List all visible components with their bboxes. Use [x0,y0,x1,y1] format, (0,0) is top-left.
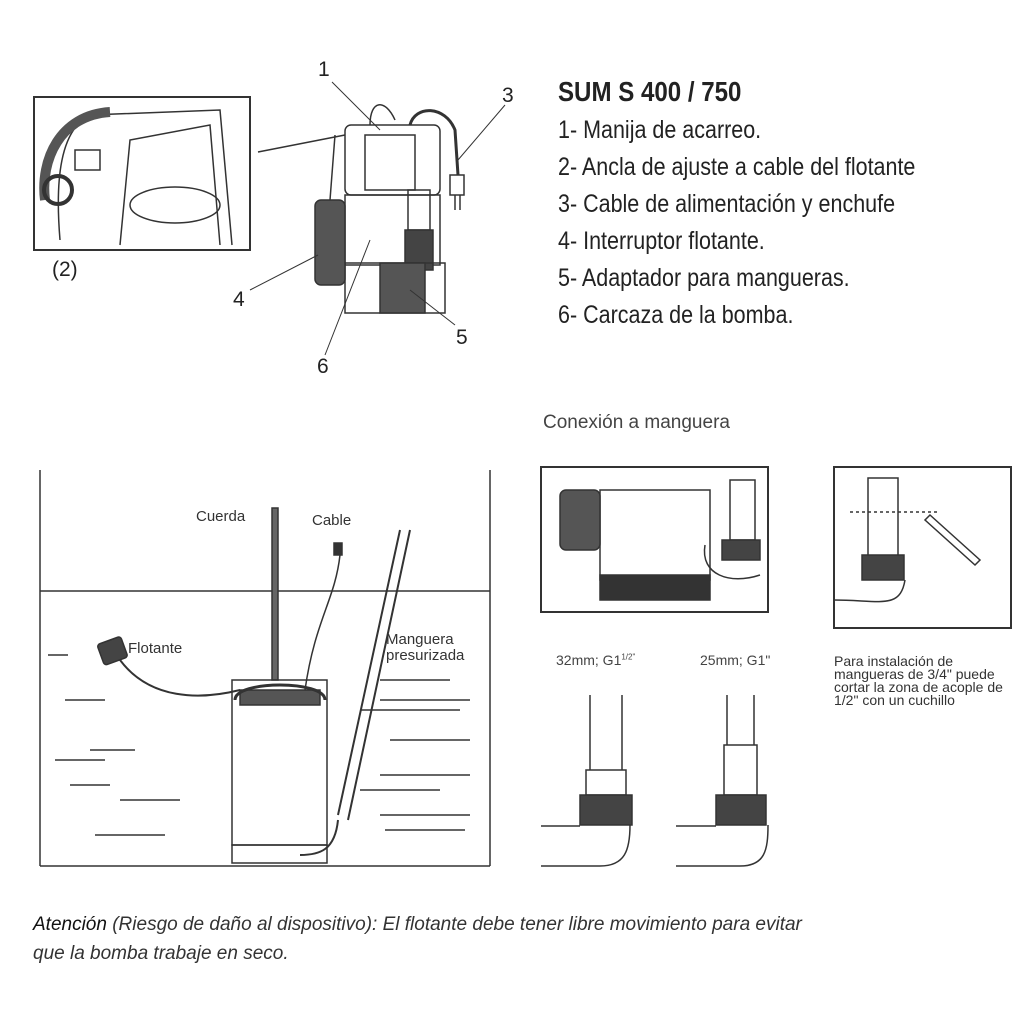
warning-line-2: que la bomba trabaje en seco. [33,943,289,964]
hose-adapter-illustration [540,466,1012,629]
hose-fitting-32mm [541,695,633,867]
warning-line-1: Atención (Riesgo de daño al dispositivo)… [33,914,802,936]
callout-3: 3 [502,84,514,107]
inset-label: (2) [52,258,78,281]
part-item: 5- Adaptador para mangueras. [558,264,850,292]
warning-text: (Riesgo de daño al dispositivo): El flot… [106,914,802,935]
part-item: 2- Ancla de ajuste a cable del flotante [558,153,916,181]
part-item: 1- Manija de acarreo. [558,116,762,144]
size-32mm: 32mm; G11/2" [556,652,635,668]
label-hose-line2: presurizada [386,647,465,664]
warning-label: Atención [33,914,107,935]
callout-4: 4 [233,288,245,311]
callout-1: 1 [318,58,330,81]
hose-fitting-25mm [676,695,769,867]
cutting-note: Para instalación de mangueras de 3/4" pu… [834,653,1003,708]
size-32mm-fraction: 1/2" [621,652,636,662]
label-cable: Cable [312,512,352,529]
part-item: 6- Carcaza de la bomba. [558,301,794,329]
installation-tank [39,470,491,867]
label-rope: Cuerda [196,508,246,525]
product-title: SUM S 400 / 750 [558,76,742,107]
anchor-detail-inset [33,96,346,251]
part-item: 4- Interruptor flotante. [558,227,765,255]
label-hose-line1: Manguera [386,631,454,648]
pump-drawing [249,81,506,356]
hose-connection-title: Conexión a manguera [543,412,730,433]
label-float: Flotante [128,640,183,657]
size-32mm-text: 32mm; G1 [556,652,622,668]
part-item: 3- Cable de alimentación y enchufe [558,190,896,218]
size-25mm: 25mm; G1" [700,652,771,668]
callout-5: 5 [456,326,468,349]
callout-6: 6 [317,355,329,378]
